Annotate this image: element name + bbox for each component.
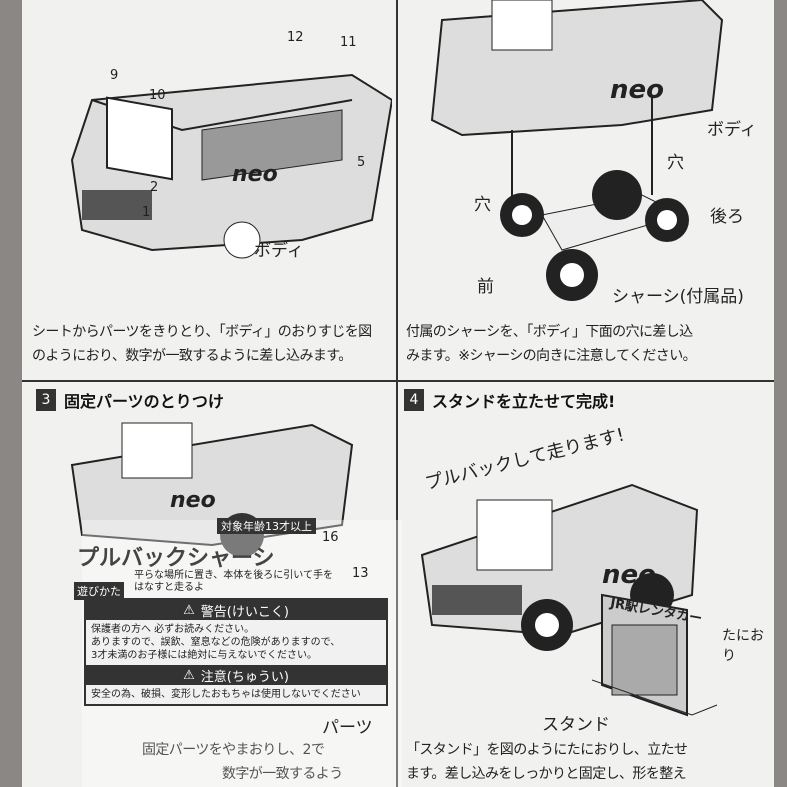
column-divider — [396, 0, 398, 787]
step3-title: 固定パーツのとりつけ — [64, 392, 224, 411]
step-number-12: 12 — [287, 30, 304, 45]
caution-text: 安全の為、破損、変形したおもちゃは使用しないでください — [91, 689, 361, 700]
step4-instructions: 「スタンド」を図のようにたにおりし、立たせ ます。差し込みをしっかりと固定し、形… — [406, 738, 688, 786]
step4-number: 4 — [404, 389, 424, 411]
parts-label: パーツ — [322, 718, 373, 738]
step-number-9: 9 — [110, 68, 119, 83]
instruction-sheet: 9 10 12 11 5 2 1 neo ボディ シートからパーツをきりとり、「… — [22, 0, 774, 787]
warning-body: 保護者の方へ 必ずお読みください。 ありますので、誤飲、窒息などの危険があります… — [86, 620, 386, 665]
step-number-16: 16 — [322, 530, 339, 545]
car-diagram-3 — [70, 422, 354, 555]
row-divider — [22, 380, 774, 382]
label-chassis: シャーシ(付属品) — [612, 287, 744, 307]
step4-text-line2: ます。差し込みをしっかりと固定し、形を整え — [406, 766, 687, 782]
label-body: ボディ — [254, 241, 304, 261]
package-title: プルバックシャーシ — [77, 546, 275, 571]
warning-label: ⚠ 警告(けいこく) 保護者の方へ 必ずお読みください。 ありますので、誤飲、窒息… — [84, 598, 388, 706]
play-instructions: 平らな場所に置き、本体を後ろに引いて手をはなすと走るよ — [134, 570, 333, 593]
label-stand: スタンド — [542, 715, 610, 735]
step-number-10: 10 — [149, 88, 166, 103]
step1-text-line1: シートからパーツをきりとり、「ボディ」のおりすじを図 — [32, 324, 372, 340]
store-stand-diagram — [592, 593, 718, 717]
fold-label: たにおり — [722, 628, 764, 664]
age-badge: 対象年齢13才以上 — [217, 518, 316, 534]
step3-text-line2: 数字が一致するよう — [222, 766, 343, 782]
warning-text-1: 保護者の方へ 必ずお読みください。 — [91, 624, 255, 635]
car-logo-2: neo — [610, 75, 665, 105]
step-number-1: 1 — [142, 205, 151, 220]
finished-car-diagram — [420, 483, 699, 651]
caution-triangle-icon: ⚠ — [183, 667, 195, 683]
step4-title: スタンドを立たせて完成! — [432, 392, 616, 411]
step3-instructions: 固定パーツをやまおりし、2で 数字が一致するよう — [42, 738, 343, 786]
step2-instructions: 付属のシャーシを、「ボディ」下面の穴に差し込 みます。※シャーシの向きに注意して… — [406, 320, 697, 368]
step2-text-line2: みます。※シャーシの向きに注意してください。 — [406, 348, 697, 364]
step4-text-line1: 「スタンド」を図のようにたにおりし、立たせ — [406, 742, 688, 758]
warning-triangle-icon: ⚠ — [183, 602, 195, 618]
step4-header: 4 スタンドを立たせて完成! — [404, 388, 615, 412]
label-body-2: ボディ — [707, 120, 757, 140]
warning-text-2: ありますので、誤飲、窒息などの危険がありますので、 — [91, 637, 341, 648]
play-label: 遊びかた — [74, 582, 124, 600]
step3-number: 3 — [36, 389, 56, 411]
label-front: 前 — [477, 277, 494, 297]
warning-header: ⚠ 警告(けいこく) — [86, 600, 386, 620]
warning-title: 警告(けいこく) — [200, 604, 289, 620]
step3-header: 3 固定パーツのとりつけ — [36, 388, 224, 412]
car-logo: neo — [232, 162, 278, 187]
caution-title: 注意(ちゅうい) — [200, 669, 289, 685]
label-rear: 後ろ — [710, 207, 744, 227]
step2-text-line1: 付属のシャーシを、「ボディ」下面の穴に差し込 — [406, 324, 693, 340]
label-hole-left: 穴 — [474, 195, 491, 215]
step3-text-line1: 固定パーツをやまおりし、2で — [142, 742, 325, 758]
step-number-5: 5 — [357, 155, 366, 170]
step-number-2: 2 — [150, 180, 159, 195]
caution-header: ⚠ 注意(ちゅうい) — [86, 665, 386, 685]
step1-text-line2: のようにおり、数字が一致するように差し込みます。 — [32, 348, 352, 364]
car-logo-3: neo — [170, 488, 216, 513]
car-body-diagram-1 — [70, 73, 392, 259]
step-number-13: 13 — [352, 566, 369, 581]
car-logo-4: neo — [602, 560, 657, 590]
label-hole-right: 穴 — [667, 153, 684, 173]
step1-instructions: シートからパーツをきりとり、「ボディ」のおりすじを図 のようにおり、数字が一致す… — [32, 320, 372, 368]
chassis-diagram — [430, 0, 724, 301]
warning-text-3: 3才未満のお子様には絶対に与えないでください。 — [91, 650, 318, 661]
step-number-11: 11 — [340, 35, 357, 50]
